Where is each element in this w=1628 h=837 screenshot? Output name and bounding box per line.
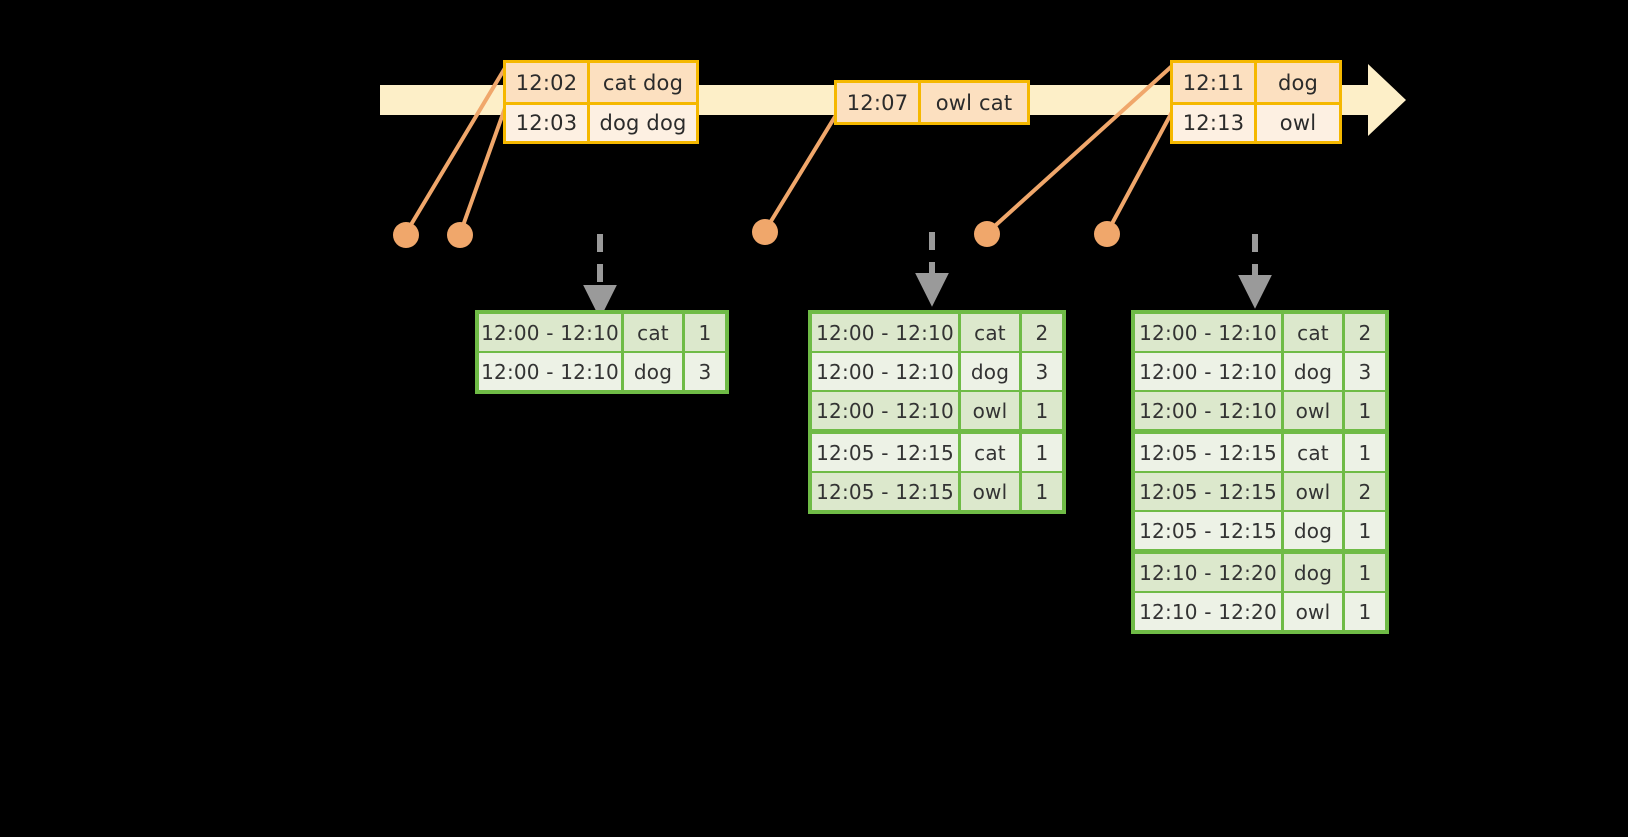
word-cell: dog (1284, 512, 1342, 549)
word-cell: owl (1284, 473, 1342, 510)
window-cell: 12:00 - 12:10 (1135, 392, 1281, 429)
event-dot-12-03 (447, 222, 473, 248)
event-row[interactable]: 12:07 owl cat (837, 83, 1027, 122)
window-cell: 12:00 - 12:10 (479, 314, 621, 351)
event-group-2[interactable]: 12:07 owl cat (834, 80, 1030, 125)
word-cell: dog (961, 353, 1019, 390)
connector-line-3 (763, 113, 838, 233)
event-row[interactable]: 12:13 owl (1173, 102, 1339, 141)
event-dot-12-11 (974, 221, 1000, 247)
window-cell: 12:10 - 12:20 (1135, 593, 1281, 630)
event-dot-12-07 (752, 219, 778, 245)
window-cell: 12:10 - 12:20 (1135, 554, 1281, 591)
window-cell: 12:05 - 12:15 (1135, 512, 1281, 549)
event-words: dog dog (590, 105, 696, 141)
dashed-arrow-head-2 (915, 273, 949, 307)
count-cell: 1 (1345, 554, 1385, 591)
event-row[interactable]: 12:02 cat dog (506, 63, 696, 102)
word-cell: cat (961, 314, 1019, 351)
event-time: 12:02 (506, 63, 590, 102)
event-row[interactable]: 12:11 dog (1173, 63, 1339, 102)
count-cell: 1 (1022, 392, 1062, 429)
count-cell: 3 (685, 353, 725, 390)
window-cell: 12:00 - 12:10 (1135, 353, 1281, 390)
event-group-1[interactable]: 12:02 cat dog 12:03 dog dog (503, 60, 699, 144)
window-cell: 12:00 - 12:10 (812, 353, 958, 390)
connector-line-1 (404, 66, 507, 235)
count-cell: 2 (1022, 314, 1062, 351)
count-cell: 1 (1345, 434, 1385, 471)
connector-line-2 (458, 106, 507, 236)
window-cell: 12:00 - 12:10 (479, 353, 621, 390)
window-cell: 12:05 - 12:15 (1135, 434, 1281, 471)
event-dot-12-02 (393, 222, 419, 248)
event-row[interactable]: 12:03 dog dog (506, 102, 696, 141)
word-cell: dog (1284, 353, 1342, 390)
count-cell: 3 (1345, 353, 1385, 390)
word-cell: cat (1284, 314, 1342, 351)
event-words: dog (1257, 63, 1339, 102)
word-cell: owl (1284, 593, 1342, 630)
word-cell: cat (961, 434, 1019, 471)
window-cell: 12:05 - 12:15 (1135, 473, 1281, 510)
event-words: owl cat (921, 83, 1027, 122)
count-cell: 3 (1022, 353, 1062, 390)
event-time: 12:03 (506, 105, 590, 141)
window-cell: 12:00 - 12:10 (812, 392, 958, 429)
word-cell: cat (624, 314, 682, 351)
count-cell: 1 (1022, 473, 1062, 510)
count-cell: 1 (1345, 392, 1385, 429)
count-cell: 1 (1022, 434, 1062, 471)
word-cell: owl (1284, 392, 1342, 429)
event-dot-12-13 (1094, 221, 1120, 247)
event-time: 12:07 (837, 83, 921, 122)
count-cell: 1 (685, 314, 725, 351)
dashed-arrow-head-3 (1238, 275, 1272, 309)
dashed-arrow-head-1 (583, 285, 617, 319)
window-cell: 12:00 - 12:10 (1135, 314, 1281, 351)
event-time: 12:13 (1173, 105, 1257, 141)
window-cell: 12:05 - 12:15 (812, 473, 958, 510)
event-time: 12:11 (1173, 63, 1257, 102)
timeline-arrow-head (1368, 64, 1406, 136)
event-words: cat dog (590, 63, 696, 102)
count-cell: 1 (1345, 512, 1385, 549)
count-cell: 2 (1345, 314, 1385, 351)
word-cell: owl (961, 473, 1019, 510)
word-cell: dog (624, 353, 682, 390)
count-cell: 2 (1345, 473, 1385, 510)
window-cell: 12:00 - 12:10 (812, 314, 958, 351)
word-cell: cat (1284, 434, 1342, 471)
word-cell: owl (961, 392, 1019, 429)
event-words: owl (1257, 105, 1339, 141)
word-cell: dog (1284, 554, 1342, 591)
connector-line-5 (1105, 110, 1174, 235)
window-cell: 12:05 - 12:15 (812, 434, 958, 471)
event-group-3[interactable]: 12:11 dog 12:13 owl (1170, 60, 1342, 144)
count-cell: 1 (1345, 593, 1385, 630)
